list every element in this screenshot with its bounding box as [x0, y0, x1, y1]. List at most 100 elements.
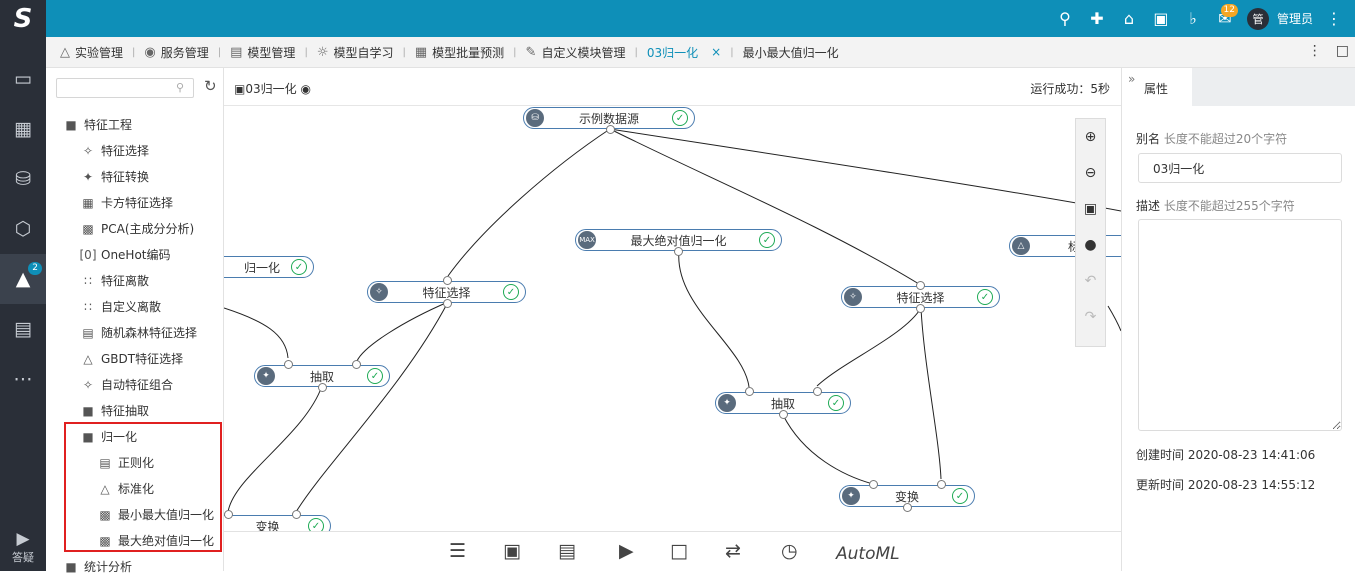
swap-icon[interactable]: ⇄ — [725, 540, 741, 562]
zoom-in-icon[interactable]: ⊕ — [1084, 129, 1097, 145]
tree-item[interactable]: ▤正则化 — [96, 454, 154, 471]
flow-node-transform-1[interactable]: 变换✓ — [224, 515, 331, 531]
tree-item[interactable]: ▩PCA(主成分分析) — [79, 220, 194, 237]
output-port[interactable] — [779, 410, 788, 419]
tab-model[interactable]: ▤模型管理 — [230, 44, 296, 60]
bell-icon[interactable]: ♭ — [1189, 9, 1197, 28]
locate-icon[interactable]: ● — [1084, 237, 1097, 253]
tree-item[interactable]: ✧特征选择 — [79, 142, 149, 159]
tab-service[interactable]: ◉服务管理 — [144, 44, 209, 60]
more-vertical-icon[interactable]: ⋮ — [1326, 9, 1342, 28]
nav-cube-icon[interactable]: ⬡ — [14, 218, 32, 240]
tree-folder[interactable]: ■特征抽取 — [79, 402, 149, 419]
tree-item[interactable]: ∷自定义离散 — [79, 298, 161, 315]
home-icon[interactable]: ⌂ — [1123, 9, 1135, 28]
updated-time: 更新时间 2020-08-23 14:55:12 — [1136, 478, 1316, 492]
run-icon[interactable]: ▶ — [619, 540, 634, 562]
plus-icon[interactable]: ✚ — [1090, 9, 1104, 28]
tree-item[interactable]: [0]OneHot编码 — [79, 247, 171, 263]
avatar[interactable]: 管 — [1246, 7, 1269, 30]
tab-experiment[interactable]: △实验管理 — [60, 44, 124, 60]
flow-node-extract-1[interactable]: ✦抽取✓ — [254, 365, 390, 387]
tree-item[interactable]: ▤随机森林特征选择 — [79, 324, 197, 341]
input-port[interactable] — [745, 387, 754, 396]
tree-item[interactable]: ▩最小最大值归一化 — [96, 506, 214, 523]
tree-item[interactable]: ▩最大绝对值归一化 — [96, 532, 214, 549]
refresh-icon[interactable]: ↻ — [204, 77, 217, 95]
chi-square-icon: ▦ — [82, 195, 94, 210]
schedule-icon[interactable]: ◷ — [781, 540, 798, 562]
search-icon[interactable]: ⚲ — [1059, 9, 1071, 28]
tab-properties[interactable]: 属性 — [1122, 68, 1192, 106]
output-port[interactable] — [443, 299, 452, 308]
nav-desktop-icon[interactable]: ▭ — [14, 68, 32, 90]
flow-node-datasource[interactable]: ⛁示例数据源✓ — [523, 107, 695, 129]
input-port[interactable] — [813, 387, 822, 396]
app-logo[interactable]: S — [0, 0, 46, 37]
input-port[interactable] — [292, 510, 301, 519]
save-as-icon[interactable]: ▤ — [558, 540, 576, 562]
zoom-out-icon[interactable]: ⊖ — [1084, 165, 1097, 181]
tab-batch-predict[interactable]: ▦模型批量预测 — [414, 44, 505, 60]
desc-textarea[interactable] — [1138, 219, 1342, 431]
alias-input[interactable] — [1138, 153, 1342, 183]
input-port[interactable] — [224, 510, 233, 519]
close-icon[interactable]: × — [711, 45, 722, 59]
redo-icon[interactable]: ↷ — [1084, 309, 1097, 325]
success-check-icon: ✓ — [952, 488, 968, 504]
input-port[interactable] — [284, 360, 293, 369]
save-icon[interactable]: ▣ — [503, 540, 521, 562]
fit-view-icon[interactable]: ▣ — [1083, 201, 1098, 217]
input-port[interactable] — [937, 480, 946, 489]
tab-03-normalize[interactable]: 03归一化× — [646, 45, 722, 60]
tree-item[interactable]: △标准化 — [96, 480, 154, 497]
tree-item[interactable]: △GBDT特征选择 — [79, 350, 183, 367]
tree-folder-feature-eng[interactable]: ■特征工程 — [62, 116, 132, 133]
tab-self-learning[interactable]: ☼模型自学习 — [316, 44, 394, 60]
tree-folder[interactable]: ■统计分析 — [62, 558, 132, 575]
output-port[interactable] — [903, 503, 912, 512]
output-port[interactable] — [606, 125, 615, 134]
tab-menu-icon[interactable]: ⋮ — [1307, 43, 1322, 59]
flow-node-normalize[interactable]: 归一化✓ — [224, 256, 314, 278]
input-port[interactable] — [869, 480, 878, 489]
edge — [224, 307, 289, 359]
tab-minmax[interactable]: 最小最大值归一化 — [742, 45, 839, 60]
nav-more-icon[interactable]: ⋯ — [13, 368, 33, 390]
alias-label: 别名 长度不能超过20个字符 — [1136, 132, 1288, 146]
flow-node-transform-2[interactable]: ✦变换✓ — [839, 485, 975, 507]
fullscreen-icon[interactable]: □ — [1335, 43, 1349, 59]
settings-icon[interactable]: ◉ — [300, 82, 311, 96]
nav-chart-icon[interactable]: ▤ — [14, 318, 32, 340]
user-name[interactable]: 管理员 — [1276, 12, 1313, 26]
tree-item[interactable]: ✦特征转换 — [79, 168, 149, 185]
tree-item[interactable]: ▦卡方特征选择 — [79, 194, 173, 211]
tree-item[interactable]: ✧自动特征组合 — [79, 376, 173, 393]
edge — [227, 385, 323, 513]
bag-icon[interactable]: ▣ — [1153, 9, 1169, 28]
list-icon[interactable]: ☰ — [449, 540, 467, 562]
help-nav[interactable]: ▶ 答疑 — [0, 529, 46, 565]
tree-search-input[interactable] — [56, 78, 194, 98]
output-port[interactable] — [318, 383, 327, 392]
input-port[interactable] — [916, 281, 925, 290]
nav-experiment-icon[interactable]: ▲2 — [0, 254, 46, 304]
tab-custom-module[interactable]: ✎自定义模块管理 — [525, 44, 626, 60]
input-port[interactable] — [352, 360, 361, 369]
collapse-icon[interactable]: » — [1128, 72, 1136, 86]
chat-icon[interactable]: ✉12 — [1209, 0, 1241, 37]
output-port[interactable] — [916, 304, 925, 313]
input-port[interactable] — [443, 276, 452, 285]
nav-database-icon[interactable]: ⛁ — [15, 168, 31, 190]
experiment-title[interactable]: ▣03归一化 ◉ — [234, 82, 311, 96]
tree-folder-normalize[interactable]: ■归一化 — [79, 428, 137, 445]
automl-button[interactable]: AutoML — [836, 544, 900, 564]
flow-node-extract-2[interactable]: ✦抽取✓ — [715, 392, 851, 414]
search-icon[interactable]: ⚲ — [176, 81, 185, 94]
nav-apps-icon[interactable]: ▦ — [14, 118, 32, 140]
deploy-icon[interactable]: □ — [670, 540, 688, 562]
output-port[interactable] — [674, 247, 683, 256]
tree-item[interactable]: ∷特征离散 — [79, 272, 149, 289]
undo-icon[interactable]: ↶ — [1084, 273, 1097, 289]
